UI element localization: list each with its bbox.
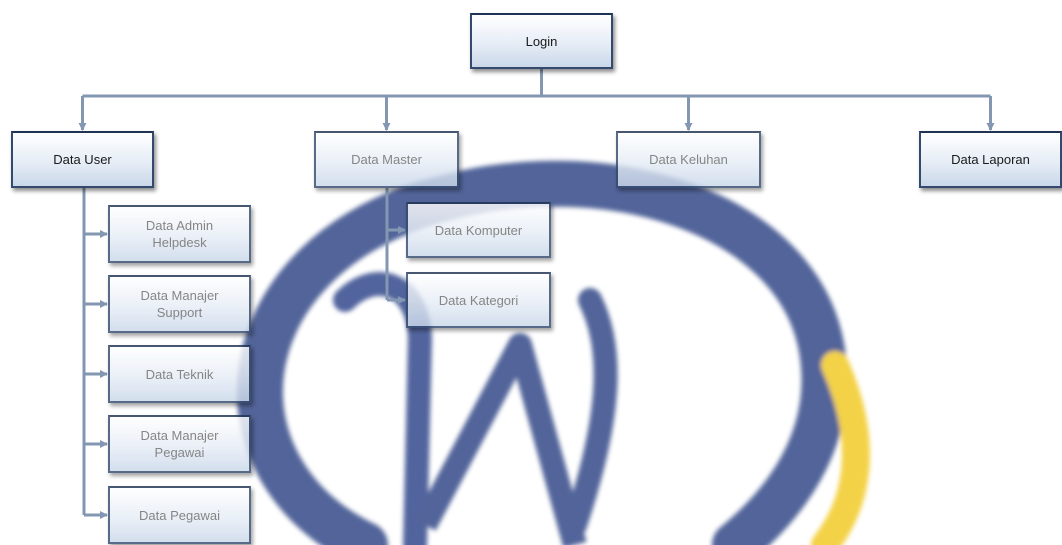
node-data-admin-helpdesk: Data Admin Helpdesk xyxy=(108,205,251,263)
node-login: Login xyxy=(470,13,613,69)
node-data-master: Data Master xyxy=(314,131,459,188)
node-data-teknik: Data Teknik xyxy=(108,345,251,403)
node-data-kategori: Data Kategori xyxy=(406,272,551,328)
node-data-user: Data User xyxy=(11,131,154,188)
node-data-manajer-support: Data Manajer Support xyxy=(108,275,251,333)
node-data-manajer-pegawai: Data Manajer Pegawai xyxy=(108,415,251,473)
node-data-laporan: Data Laporan xyxy=(919,131,1062,188)
node-data-keluhan: Data Keluhan xyxy=(616,131,761,188)
node-data-pegawai: Data Pegawai xyxy=(108,486,251,544)
node-data-komputer: Data Komputer xyxy=(406,202,551,258)
